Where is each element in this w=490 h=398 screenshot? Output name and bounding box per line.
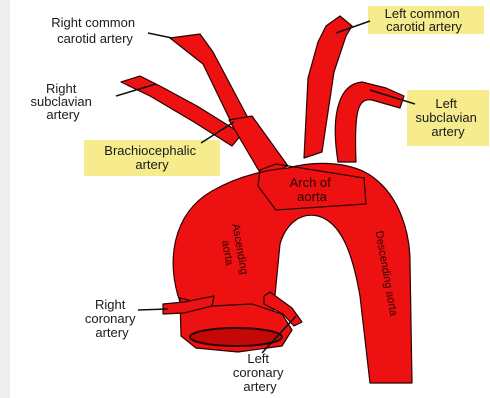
label-left-common-carotid: Left common carotid artery <box>385 6 464 34</box>
leader-right-coronary <box>138 309 168 310</box>
left-subclavian-vessel <box>335 82 404 162</box>
label-right-common-carotid: Right common carotid artery <box>51 15 138 46</box>
label-left-coronary: Left coronary artery <box>233 351 287 394</box>
vessels <box>121 16 412 383</box>
aortic-arch-vessel <box>173 163 412 383</box>
leader-right-common-carotid <box>148 33 172 38</box>
left-edge-shade <box>0 0 10 398</box>
label-right-coronary: Right coronary artery <box>85 297 139 340</box>
brachiocephalic-vessel <box>229 116 288 176</box>
aortic-root-opening <box>190 328 282 346</box>
label-right-subclavian: Right subclavian artery <box>30 81 95 122</box>
